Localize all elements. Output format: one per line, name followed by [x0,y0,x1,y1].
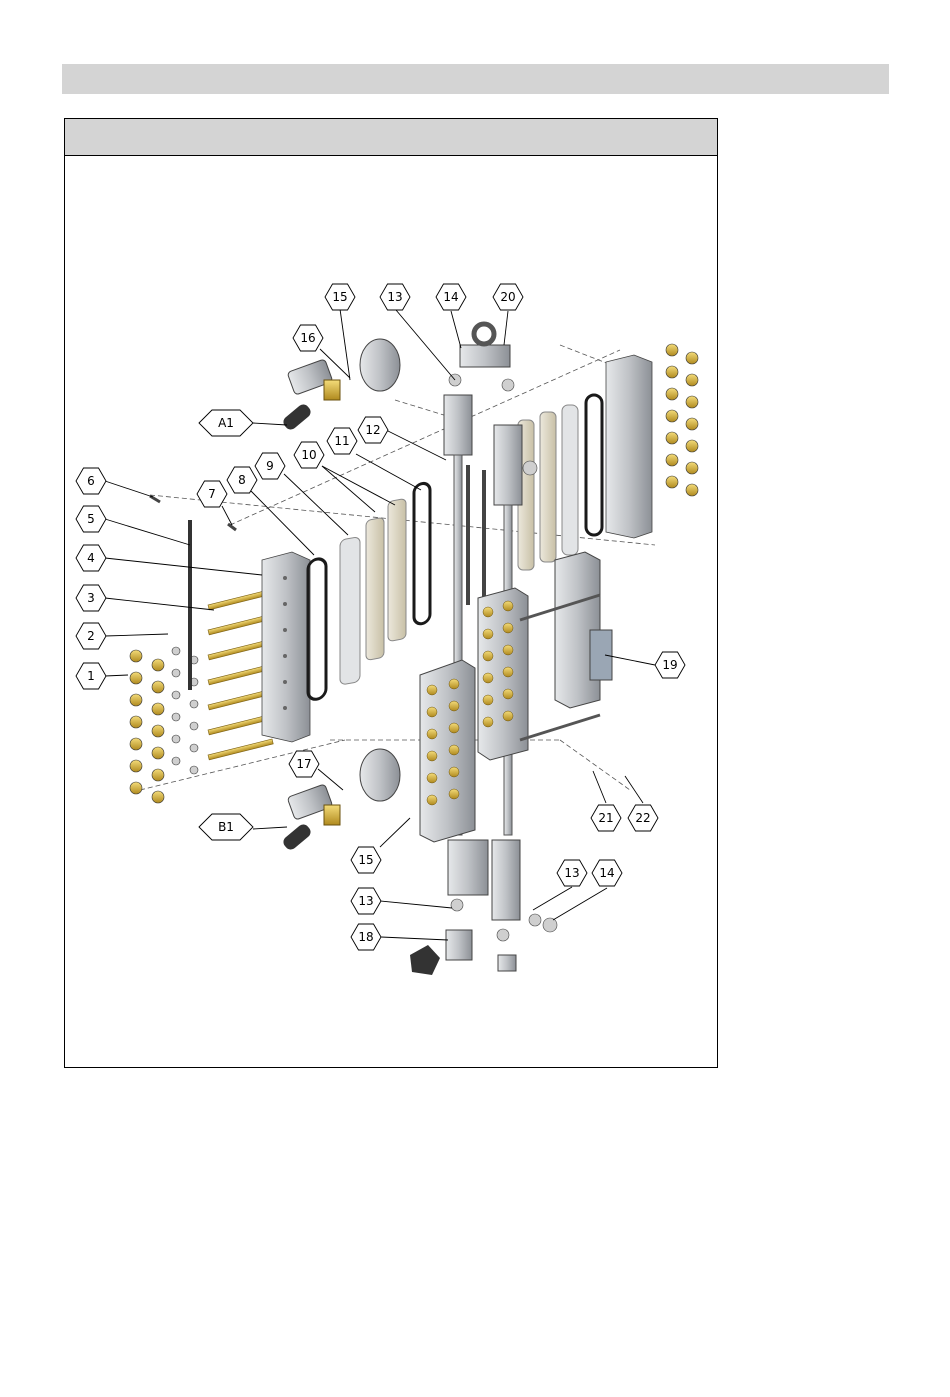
callout-label: 13 [564,866,579,880]
callout-label: 12 [365,423,380,437]
upper-head-left [444,395,472,455]
callout-label: 19 [662,658,677,672]
callout-c22: 22 [628,805,658,831]
callout-label: B1 [218,820,234,834]
callout-label: 4 [87,551,95,565]
callout-label: 20 [500,290,515,304]
callout-label: 18 [358,930,373,944]
callout-label: 15 [332,290,347,304]
callout-label: 14 [443,290,458,304]
upper-head-right [494,425,522,505]
callout-label: 1 [87,669,95,683]
callout-c13a: 13 [380,284,410,310]
callout-label: 6 [87,474,95,488]
gasket-8 [308,558,326,701]
callout-c21: 21 [591,805,621,831]
callout-c13b: 13 [351,888,381,914]
callout-label: 8 [238,473,246,487]
callout-label: 17 [296,757,311,771]
callout-c14b: 14 [592,860,622,886]
callout-c4: 4 [76,545,106,571]
callout-c5: 5 [76,506,106,532]
callout-c14a: 14 [436,284,466,310]
switch-box [590,630,612,680]
valve-top [281,339,400,432]
tie-rod [188,520,192,690]
callout-label: 15 [358,853,373,867]
callout-label: 5 [87,512,95,526]
callout-label: 13 [358,894,373,908]
callout-cA1: A1 [199,410,253,436]
callout-label: 21 [598,811,613,825]
lifting-lug [460,345,510,367]
callout-c15a: 15 [325,284,355,310]
lower-head-right [492,840,520,920]
callout-cB1: B1 [199,814,253,840]
callout-c9: 9 [255,453,285,479]
callout-c12: 12 [358,417,388,443]
callout-label: 3 [87,591,95,605]
callout-label: 9 [266,459,274,473]
callout-c19: 19 [655,652,685,678]
callout-c2: 2 [76,623,106,649]
callout-c17: 17 [289,751,319,777]
callout-label: 10 [301,448,316,462]
callout-label: 22 [635,811,650,825]
callout-c15b: 15 [351,847,381,873]
callout-c7: 7 [197,481,227,507]
callout-c8: 8 [227,467,257,493]
callout-c10: 10 [294,442,324,468]
callout-label: 11 [334,434,349,448]
cover-plate-right [606,355,652,538]
nut-grid-left [130,647,198,803]
nut-grid-right [666,344,698,496]
callout-c3: 3 [76,585,106,611]
callout-c13c: 13 [557,860,587,886]
callout-label: A1 [218,416,234,430]
callout-c6: 6 [76,468,106,494]
callout-c18: 18 [351,924,381,950]
glass-9 [340,537,360,686]
callout-label: 14 [599,866,614,880]
callout-c11: 11 [327,428,357,454]
lower-head-left [448,840,488,895]
callout-c16: 16 [293,325,323,351]
callout-label: 7 [208,487,216,501]
cover-plate-left [262,552,310,742]
callout-c1: 1 [76,663,106,689]
callout-label: 16 [300,331,315,345]
callout-label: 2 [87,629,95,643]
callout-label: 13 [387,290,402,304]
callout-c20: 20 [493,284,523,310]
